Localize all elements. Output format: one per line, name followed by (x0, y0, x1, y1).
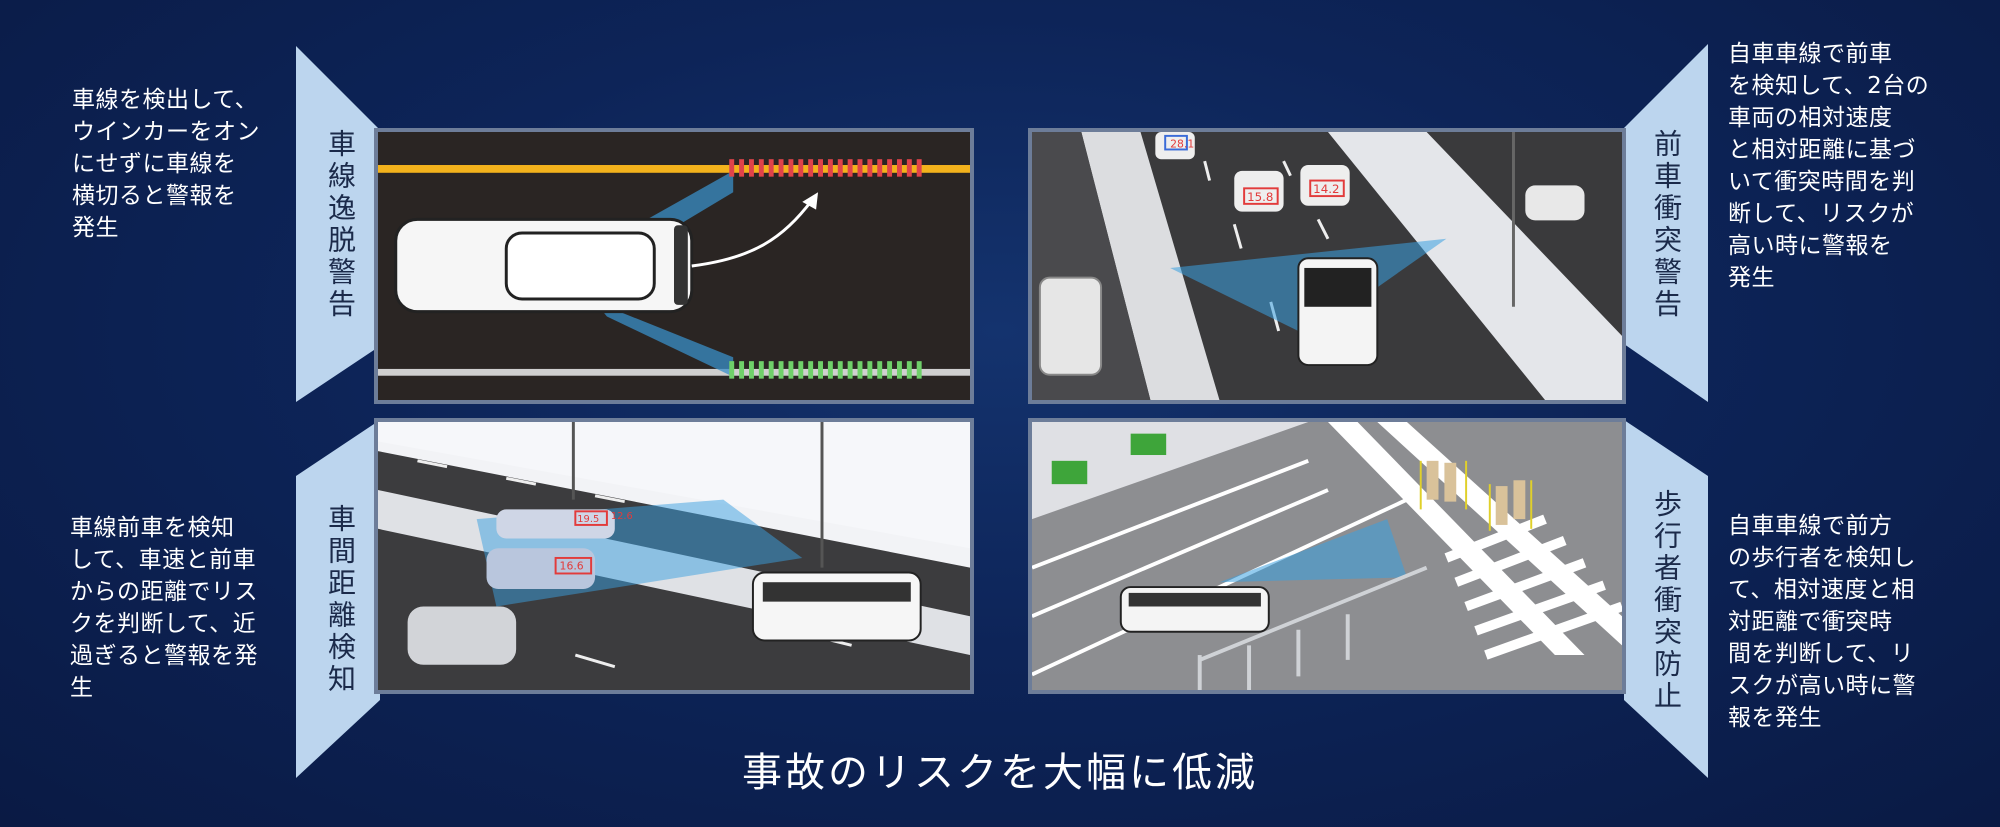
fcw-distance-tag-mid: 15.8 (1247, 190, 1273, 204)
pedestrian-collision-label: 歩行者衝突防止 (1650, 489, 1683, 713)
fcw-distance-tag-left: 28.1 (1170, 138, 1194, 151)
forward-collision-description: 自車車線で前車 を検知して、2台の 車両の相対速度 と相対距離に基づ いて衝突時… (1728, 41, 1930, 291)
lane-departure-description: 車線を検出して、 ウインカーをオン にせずに車線を 横切ると警報を 発生 (72, 87, 260, 241)
hmw-distance-tag-far: 19.5 (577, 514, 599, 525)
hmw-distance-tag-near: 16.6 (560, 560, 584, 573)
lane-departure-label: 車線逸脱警告 (324, 129, 357, 321)
headway-monitoring-label: 車間距離検知 (324, 504, 357, 696)
pedestrian-collision-scene (1028, 418, 1626, 694)
lane-departure-scene (374, 128, 974, 404)
pedestrian-collision-banner (1624, 420, 1708, 778)
fcw-distance-tag-right: 14.2 (1313, 182, 1339, 196)
forward-collision-label: 前車衝突警告 (1650, 129, 1683, 321)
hmw-distance-tag-far2: 12.6 (611, 511, 633, 522)
headway-monitoring-description: 車線前車を検知 して、車速と前車 からの距離でリス クを判断して、近 過ぎると警… (70, 515, 258, 701)
forward-collision-banner (1624, 44, 1708, 402)
headway-monitoring-scene: 19.5 12.6 16.6 (374, 418, 974, 694)
headway-monitoring-banner (296, 420, 380, 778)
pedestrian-collision-description: 自車車線で前方 の歩行者を検知し て、相対速度と相 対距離で衝突時 間を判断して… (1728, 513, 1916, 731)
lane-departure-banner (296, 46, 380, 402)
caption: 事故のリスクを大幅に低減 (742, 750, 1258, 796)
forward-collision-scene: 28.1 15.8 14.2 (1028, 128, 1626, 404)
